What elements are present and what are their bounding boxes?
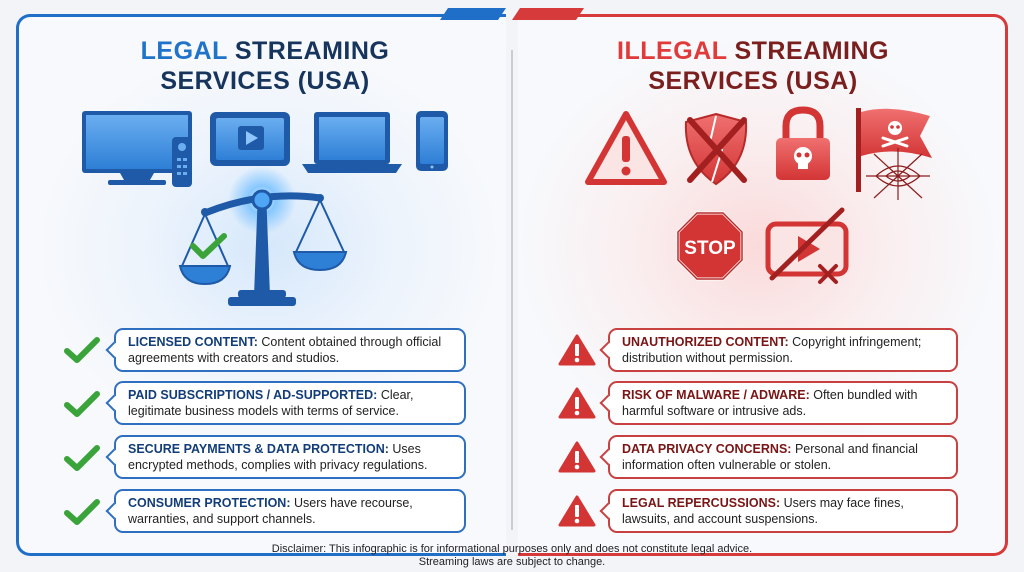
illegal-item-unauthorized-content: UNAUTHORIZED CONTENT: Copyright infringe… <box>599 328 958 372</box>
illegal-item-legal-repercussions: LEGAL REPERCUSSIONS: Users may face fine… <box>599 489 958 533</box>
legal-item-paid-subscriptions: PAID SUBSCRIPTIONS / AD-SUPPORTED: Clear… <box>105 381 466 425</box>
legal-item-heading: LICENSED CONTENT: <box>128 335 258 349</box>
illegal-item-text: Often bundled with harmful software or i… <box>622 388 918 418</box>
center-divider <box>511 50 513 530</box>
illegal-item-text: Personal and financial information often… <box>622 442 918 472</box>
phone-icon <box>416 111 448 171</box>
illegal-title: ILLEGAL STREAMING SERVICES (USA) <box>548 36 958 96</box>
legal-title-highlight: LEGAL <box>140 37 228 65</box>
laptop-icon <box>302 112 402 173</box>
tablet-icon <box>210 112 290 166</box>
illegal-item-malware-risk: RISK OF MALWARE / ADWARE: Often bundled … <box>599 381 958 425</box>
illegal-item-heading: LEGAL REPERCUSSIONS: <box>622 496 781 510</box>
remote-icon <box>172 137 192 187</box>
legal-title-line2: SERVICES (USA) <box>160 67 370 95</box>
legal-item-licensed-content: LICENSED CONTENT: Content obtained throu… <box>105 328 466 372</box>
blocked-video-icon <box>765 207 849 284</box>
check-icon <box>64 498 100 531</box>
justice-scale-icon <box>178 166 348 306</box>
legal-item-consumer-protection: CONSUMER PROTECTION: Users have recourse… <box>105 489 466 533</box>
legal-item-secure-payments: SECURE PAYMENTS & DATA PROTECTION: Uses … <box>105 435 466 479</box>
stop-sign-icon <box>676 211 744 281</box>
illegal-item-data-privacy: DATA PRIVACY CONCERNS: Personal and fina… <box>599 435 958 479</box>
pirate-flag-icon <box>856 108 932 192</box>
spider-web-icon <box>866 148 930 200</box>
check-icon <box>64 444 100 477</box>
warning-icon <box>558 386 596 425</box>
padlock-skull-icon <box>776 106 830 180</box>
check-icon <box>64 336 100 369</box>
disclaimer-text: Disclaimer: This infographic is for info… <box>271 543 753 568</box>
illegal-title-rest: STREAMING <box>734 37 889 65</box>
illegal-item-heading: DATA PRIVACY CONCERNS: <box>622 442 792 456</box>
warning-icon <box>558 440 596 479</box>
illegal-item-text: Users may face fines, lawsuits, and acco… <box>622 496 904 526</box>
legal-title: LEGAL STREAMING SERVICES (USA) <box>60 36 470 96</box>
legal-item-text: Uses encrypted methods, complies with pr… <box>128 442 428 472</box>
illegal-item-text: Copyright infringement; distribution wit… <box>622 335 922 365</box>
warning-icon <box>558 333 596 372</box>
illegal-title-highlight: ILLEGAL <box>617 37 728 65</box>
tv-icon <box>82 111 192 185</box>
legal-item-heading: SECURE PAYMENTS & DATA PROTECTION: <box>128 442 389 456</box>
check-icon <box>64 390 100 423</box>
legal-item-text: Content obtained through official agreem… <box>128 335 442 365</box>
legal-item-text: Clear, legitimate business models with t… <box>128 388 414 418</box>
warning-icon <box>558 494 596 533</box>
legal-title-rest: STREAMING <box>234 37 390 65</box>
illegal-item-heading: RISK OF MALWARE / ADWARE: <box>622 388 810 402</box>
legal-item-heading: PAID SUBSCRIPTIONS / AD-SUPPORTED: <box>128 388 378 402</box>
top-accent-blue <box>440 8 506 20</box>
legal-item-heading: CONSUMER PROTECTION: <box>128 496 291 510</box>
broken-shield-icon <box>684 112 748 186</box>
top-accent-red <box>512 8 584 20</box>
legal-item-text: Users have recourse, warranties, and sup… <box>128 496 413 526</box>
illegal-item-heading: UNAUTHORIZED CONTENT: <box>622 335 789 349</box>
illegal-title-line2: SERVICES (USA) <box>648 67 858 95</box>
stop-sign-text: STOP <box>684 238 736 259</box>
warning-triangle-icon <box>585 111 667 185</box>
